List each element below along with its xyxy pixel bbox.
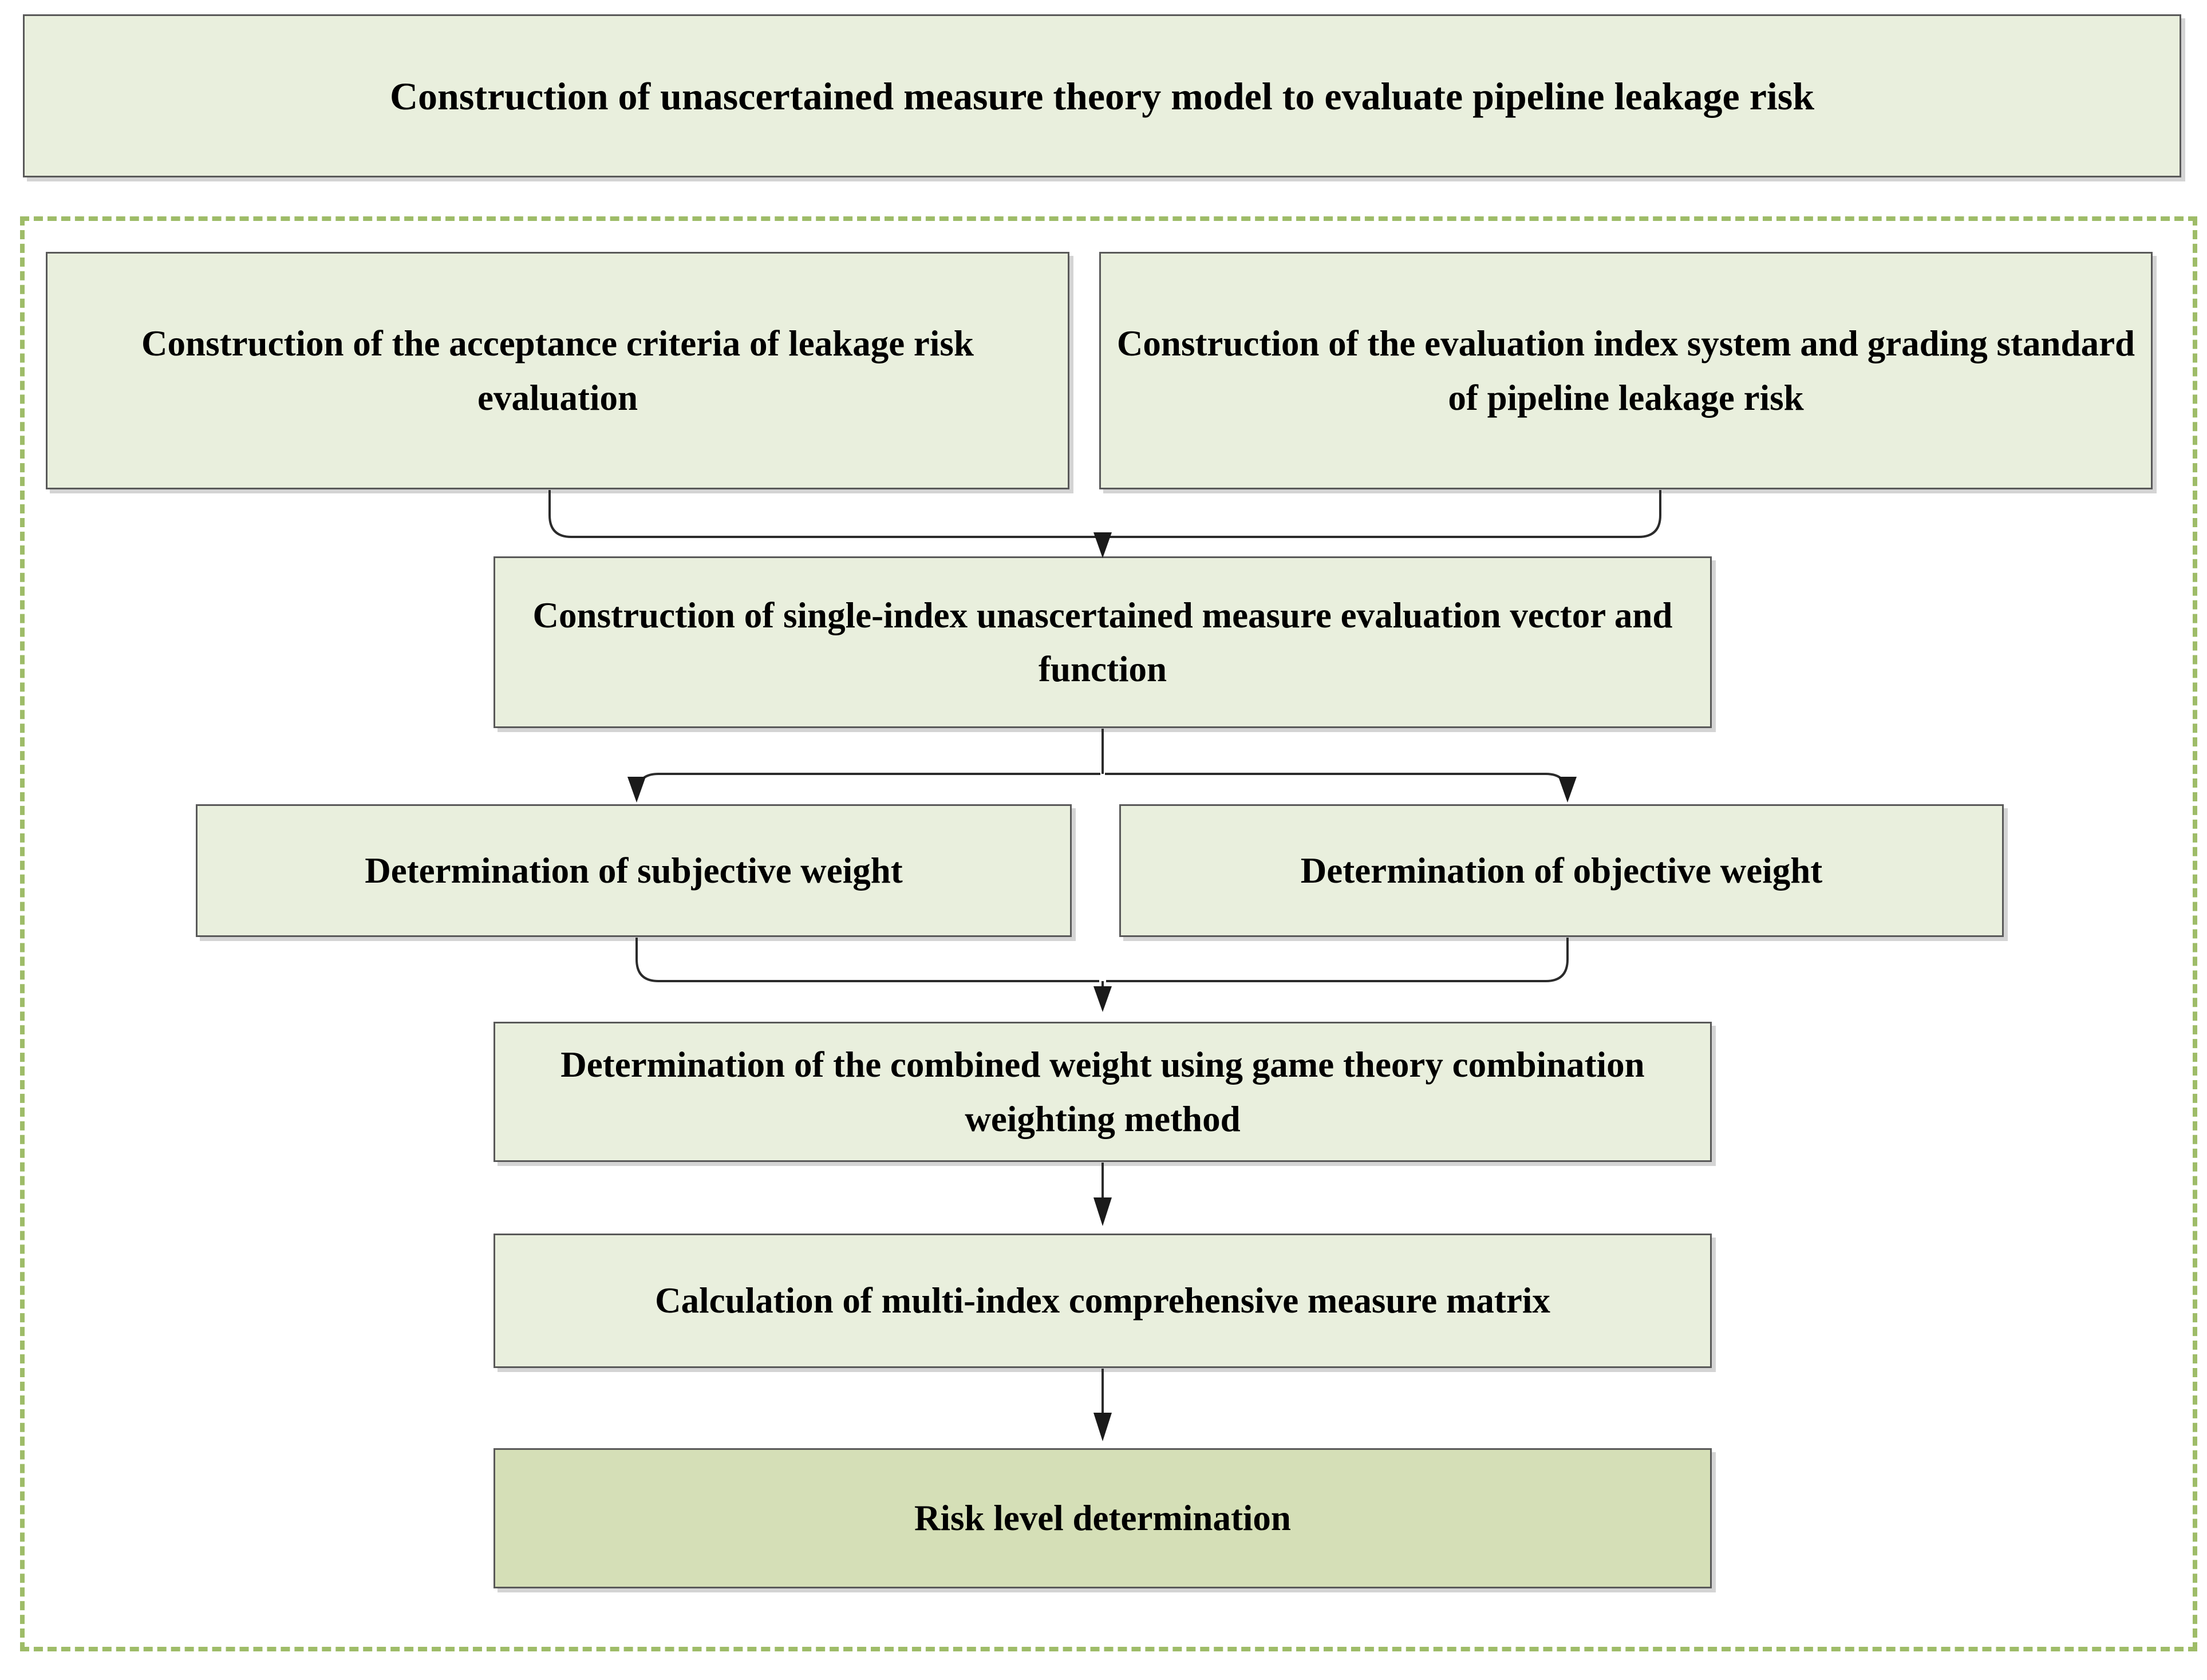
node-combined-weight-label: Determination of the combined weight usi… [560, 1045, 1645, 1139]
node-index-system-label: Construction of the evaluation index sys… [1116, 323, 2135, 418]
node-risk-level-label: Risk level determination [914, 1498, 1291, 1539]
node-objective-weight-label: Determination of objective weight [1300, 850, 1823, 891]
node-single-index: Construction of single-index unascertain… [493, 556, 1712, 728]
title-box-label: Construction of unascertained measure th… [389, 74, 1815, 118]
node-measure-matrix-label: Calculation of multi-index comprehensive… [655, 1280, 1550, 1321]
node-index-system: Construction of the evaluation index sys… [1099, 252, 2153, 489]
node-combined-weight: Determination of the combined weight usi… [493, 1022, 1712, 1162]
title-box: Construction of unascertained measure th… [23, 14, 2181, 177]
node-subjective-weight-label: Determination of subjective weight [365, 850, 903, 891]
node-risk-level: Risk level determination [493, 1448, 1712, 1588]
node-acceptance-criteria: Construction of the acceptance criteria … [46, 252, 1069, 489]
node-subjective-weight: Determination of subjective weight [196, 804, 1072, 937]
node-objective-weight: Determination of objective weight [1119, 804, 2004, 937]
node-single-index-label: Construction of single-index unascertain… [532, 595, 1673, 690]
node-measure-matrix: Calculation of multi-index comprehensive… [493, 1234, 1712, 1368]
dashed-group-container [20, 216, 2197, 1651]
node-acceptance-criteria-label: Construction of the acceptance criteria … [141, 323, 974, 418]
